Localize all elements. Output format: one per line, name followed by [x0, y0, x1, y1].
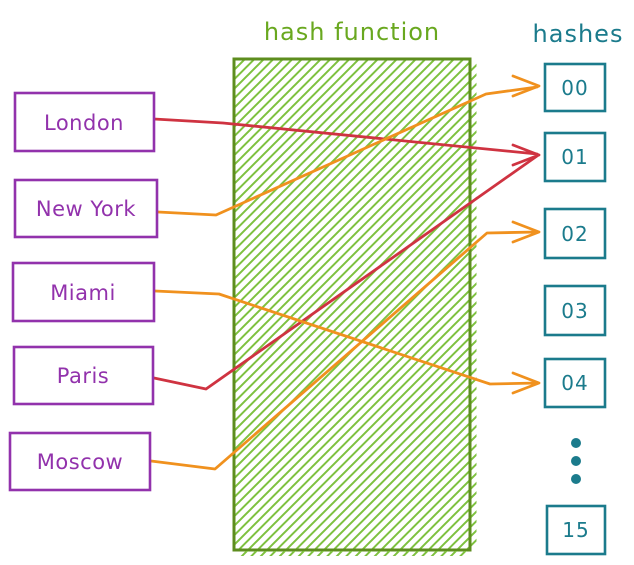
arrow-miami-to-04	[153, 289, 539, 386]
arrow-moscow-to-02	[149, 230, 539, 471]
hash-function-title: hash function	[264, 18, 440, 46]
arrowhead-02-icon	[511, 220, 541, 244]
key-paris: Paris	[12, 345, 155, 406]
hash-box-00	[543, 62, 607, 113]
hatch-overshoot-right	[471, 63, 477, 547]
arrow-london-to-01	[152, 117, 539, 156]
ellipsis-dot	[571, 456, 581, 466]
ellipsis-dots	[571, 438, 581, 484]
arrowhead-00-icon	[511, 74, 541, 98]
hash-slot-01: 01	[543, 131, 607, 183]
arrowhead-04-icon	[511, 371, 541, 395]
ellipsis-dot	[571, 438, 581, 448]
key-label-moscow: Moscow	[37, 450, 123, 474]
arrowhead-01-icon	[511, 143, 541, 167]
key-box-newyork	[13, 178, 159, 239]
hash-slot-02: 02	[543, 207, 607, 260]
hash-box-01	[543, 131, 607, 183]
ellipsis-dot	[571, 474, 581, 484]
hash-slot-03: 03	[543, 284, 607, 337]
key-moscow: Moscow	[8, 431, 152, 492]
hash-box-15	[545, 504, 607, 556]
arrow-paris-to-01	[152, 154, 539, 391]
key-box-miami	[11, 261, 156, 323]
hash-label-00: 00	[561, 76, 588, 100]
hash-box-02	[543, 207, 607, 260]
key-label-miami: Miami	[50, 281, 116, 305]
key-box-moscow	[8, 431, 152, 492]
hash-label-02: 02	[561, 222, 588, 246]
hashes-title: hashes	[533, 20, 624, 48]
hash-slot-15: 15	[545, 504, 607, 556]
hash-function-box	[232, 57, 472, 552]
hash-box-03	[543, 284, 607, 337]
hash-label-04: 04	[561, 371, 588, 395]
key-miami: Miami	[11, 261, 156, 323]
hash-label-15: 15	[562, 518, 589, 542]
arrow-newyork-to-00	[156, 85, 539, 217]
key-london: London	[13, 91, 156, 153]
hash-slot-04: 04	[543, 357, 607, 409]
hash-slot-00: 00	[543, 62, 607, 113]
key-box-paris	[12, 345, 155, 406]
hash-label-03: 03	[561, 299, 588, 323]
hash-box-04	[543, 357, 607, 409]
hatch-overshoot-bottom	[240, 551, 468, 556]
key-newyork: New York	[13, 178, 159, 239]
hash-label-01: 01	[561, 145, 588, 169]
key-box-london	[13, 91, 156, 153]
key-label-paris: Paris	[57, 364, 110, 388]
key-label-london: London	[44, 111, 124, 135]
key-label-newyork: New York	[36, 197, 137, 221]
